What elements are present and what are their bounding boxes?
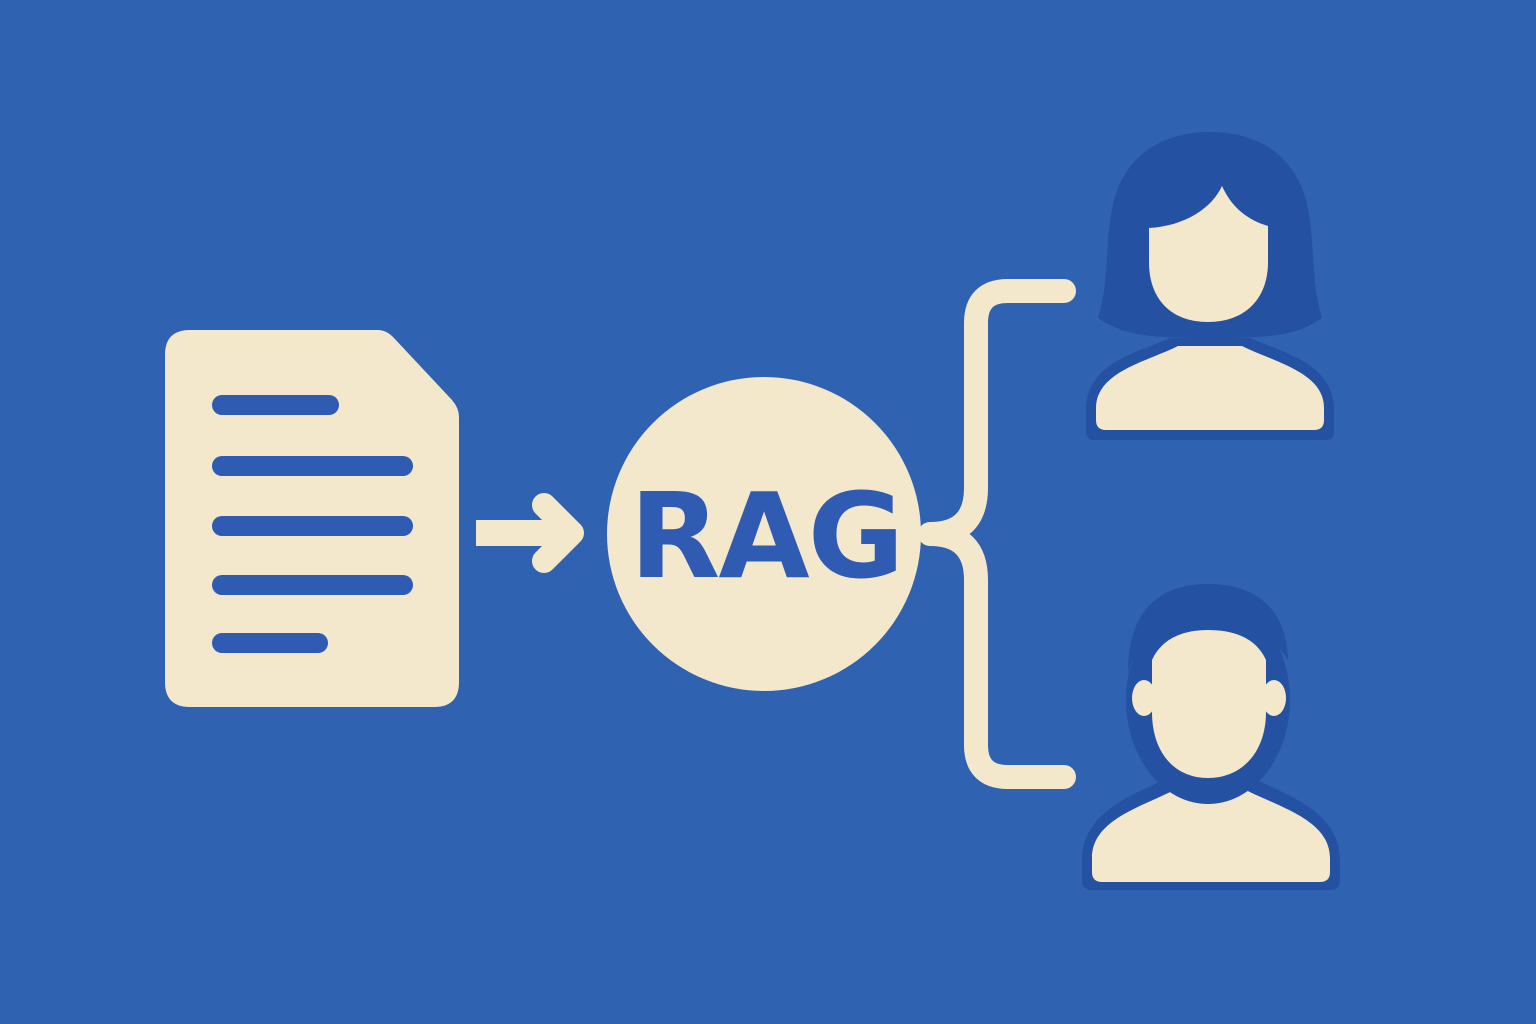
man-face: [1152, 630, 1266, 778]
rag-label: RAG: [629, 467, 902, 605]
rag-circle: [607, 377, 921, 691]
arrow-document-to-rag: [476, 493, 584, 573]
document-icon: [165, 330, 459, 707]
man-user-icon: [1082, 584, 1340, 890]
man-hair: [1128, 584, 1288, 672]
rag-node: RAG: [607, 377, 921, 691]
man-ear-right: [1262, 680, 1286, 716]
brace-line: [918, 279, 1076, 789]
man-ear-left: [1132, 680, 1156, 716]
woman-face: [1149, 186, 1268, 322]
man-body: [1092, 786, 1330, 882]
woman-body: [1096, 346, 1324, 430]
arrow-head: [532, 493, 584, 573]
woman-user-icon: [1086, 132, 1334, 440]
brace-connector: [918, 279, 1076, 789]
